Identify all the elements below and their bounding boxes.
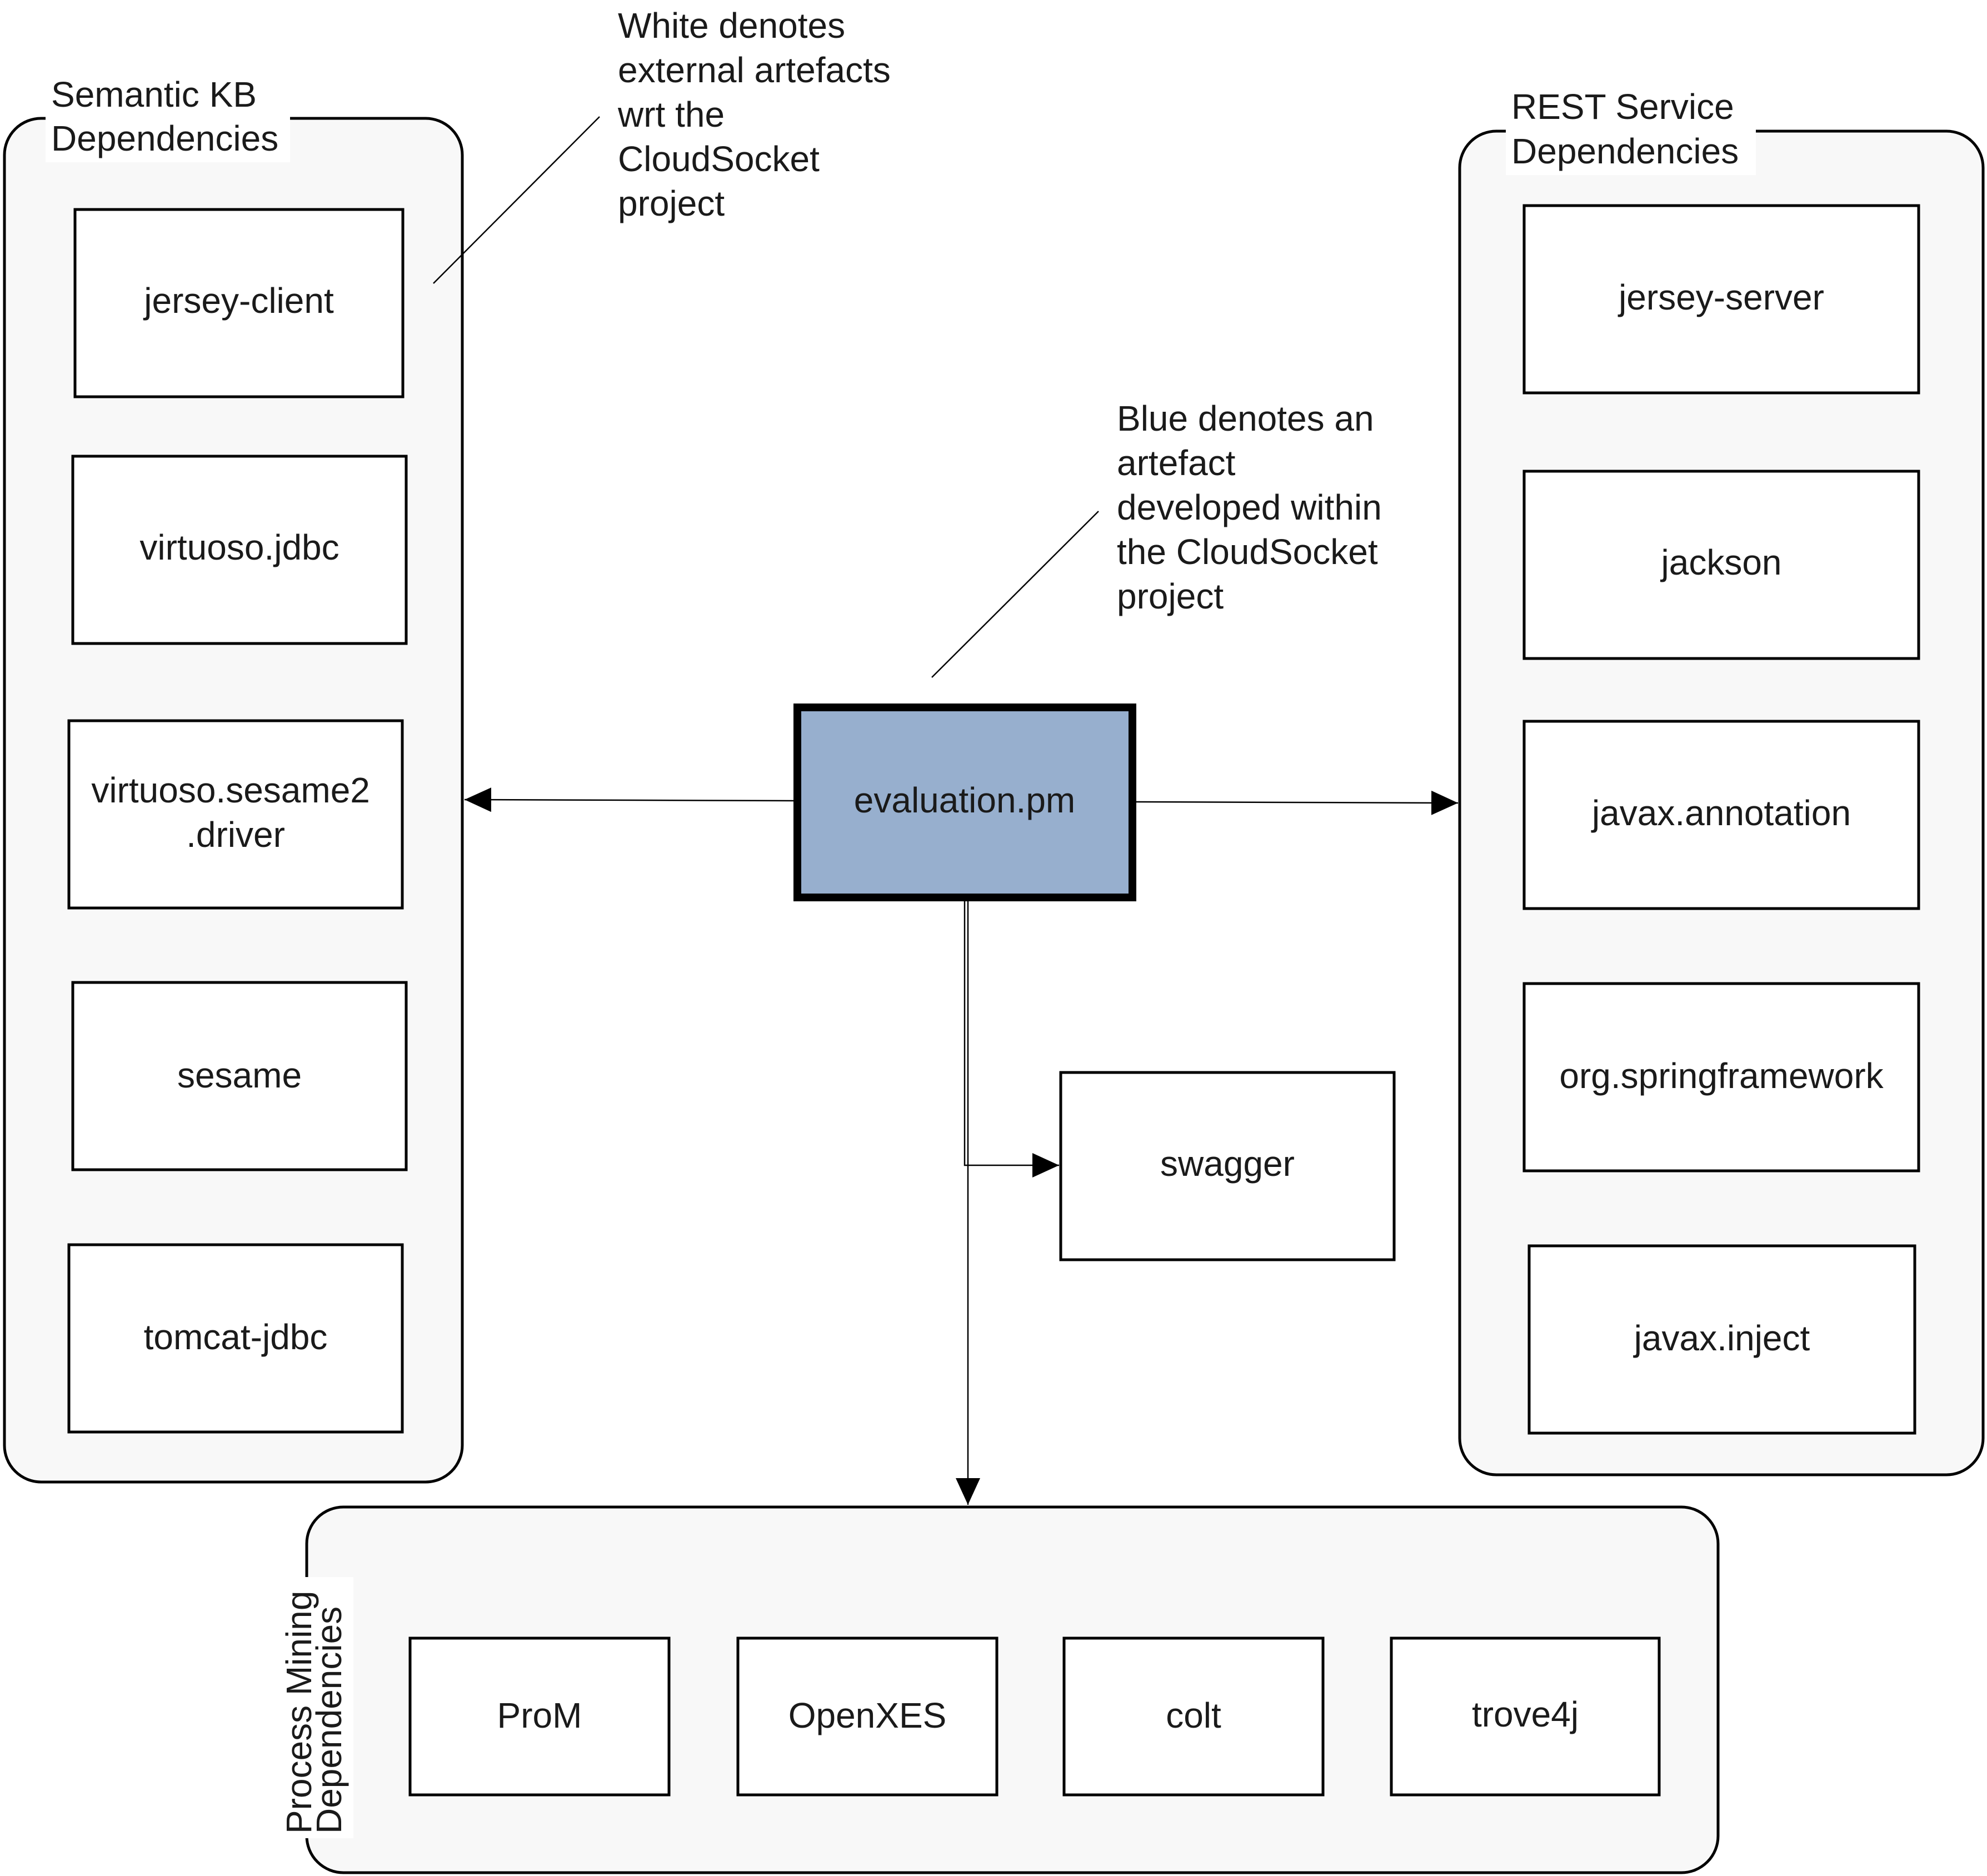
main-artefact-box <box>793 704 1136 901</box>
semantic-kb-title: Semantic KB Dependencies <box>51 74 278 158</box>
svg-text:colt: colt <box>1166 1695 1221 1735</box>
artefact-label: virtuoso.jdbc <box>139 527 339 567</box>
artefact-label: swagger <box>1160 1144 1295 1184</box>
artefact-label: sesame <box>177 1055 302 1095</box>
semantic-kb-title-line: Dependencies <box>51 118 278 158</box>
artefact-tomcat-jdbc[interactable]: tomcat-jdbc <box>67 1243 404 1434</box>
artefact-swagger[interactable]: swagger <box>1059 1071 1396 1261</box>
svg-text:trove4j: trove4j <box>1472 1694 1579 1734</box>
rest-service-title-line: Dependencies <box>1511 131 1739 171</box>
process-mining-title-line: Process Mining <box>279 1591 319 1834</box>
svg-text:swagger: swagger <box>1160 1144 1295 1184</box>
process-mining-title-line: Dependencies <box>309 1606 349 1834</box>
note-internal-artefact: Blue denotes an artefact developed withi… <box>931 398 1392 678</box>
rest-service-group: REST Service Dependencies jersey-server … <box>1458 86 1985 1476</box>
artefact-sesame[interactable]: sesame <box>71 981 408 1171</box>
artefact-label: ProM <box>497 1695 582 1735</box>
artefact-trove4j[interactable]: trove4j <box>1390 1636 1661 1797</box>
artefact-colt[interactable]: colt <box>1062 1636 1325 1797</box>
svg-text:javax.annotation: javax.annotation <box>1591 793 1851 833</box>
artefact-virtuoso-sesame2-driver[interactable]: virtuoso.sesame2 .driver <box>67 719 404 910</box>
note-internal-leader-line <box>931 511 1099 678</box>
artefact-label: trove4j <box>1472 1694 1579 1734</box>
artefact-label: colt <box>1166 1695 1221 1735</box>
artefact-javax-annotation[interactable]: javax.annotation <box>1522 720 1920 910</box>
svg-text:jersey-server: jersey-server <box>1617 277 1824 317</box>
artefact-label: javax.inject <box>1633 1318 1810 1358</box>
note-external-artefacts: White denotes external artefacts wrt the… <box>433 6 901 284</box>
artefact-jersey-client[interactable]: jersey-client <box>73 208 405 398</box>
artefact-jackson[interactable]: jackson <box>1522 470 1920 660</box>
artefact-prom[interactable]: ProM <box>408 1636 671 1797</box>
edge-to-semantic-kb <box>464 787 794 812</box>
semantic-kb-group: Semantic KB Dependencies jersey-client v… <box>3 73 464 1484</box>
artefact-label: jersey-server <box>1617 277 1824 317</box>
note-external-text: White denotes external artefacts wrt the… <box>617 6 901 223</box>
note-external-leader-line <box>433 116 600 284</box>
svg-text:jersey-client: jersey-client <box>143 281 334 321</box>
rest-service-title-background <box>1506 86 1756 175</box>
artefact-label: OpenXES <box>788 1695 947 1735</box>
process-mining-title: Process Mining Dependencies <box>279 1581 349 1834</box>
artefact-label: org.springframework <box>1559 1056 1884 1096</box>
artefact-openxes[interactable]: OpenXES <box>736 1636 999 1797</box>
semantic-kb-title-line: Semantic KB <box>51 74 257 114</box>
artefact-javax-inject[interactable]: javax.inject <box>1527 1244 1916 1435</box>
rest-service-title-line: REST Service <box>1511 87 1734 127</box>
main-artefact-label: evaluation.pm <box>854 780 1075 820</box>
svg-text:ProM: ProM <box>497 1695 582 1735</box>
svg-text:sesame: sesame <box>177 1055 302 1095</box>
artefact-jersey-server[interactable]: jersey-server <box>1522 204 1920 395</box>
rest-service-title: REST Service Dependencies <box>1511 87 1744 171</box>
note-internal-text: Blue denotes an artefact developed withi… <box>1117 398 1392 616</box>
svg-text:javax.inject: javax.inject <box>1633 1318 1810 1358</box>
svg-text:jackson: jackson <box>1660 542 1782 582</box>
svg-text:tomcat-jdbc: tomcat-jdbc <box>144 1317 328 1357</box>
artefact-label: javax.annotation <box>1591 793 1851 833</box>
edge-to-swagger <box>963 901 1059 1178</box>
artefact-evaluation-pm[interactable]: evaluation.pm <box>793 704 1136 901</box>
artefact-label: .driver <box>186 815 285 855</box>
artefact-org-springframework[interactable]: org.springframework <box>1522 982 1920 1172</box>
process-mining-group: Process Mining Dependencies ProM OpenXES… <box>260 1505 1720 1874</box>
semantic-kb-title-background <box>46 73 290 162</box>
artefact-label: tomcat-jdbc <box>144 1317 328 1357</box>
svg-text:virtuoso.sesame2 .driv: virtuoso.sesame2 .driver <box>91 770 380 855</box>
process-mining-title-background <box>260 1577 353 1838</box>
artefact-label: jersey-client <box>143 281 334 321</box>
edge-to-rest-service <box>1136 790 1459 815</box>
svg-text:OpenXES: OpenXES <box>788 1695 947 1735</box>
svg-text:virtuoso.jdbc: virtuoso.jdbc <box>139 527 339 567</box>
artefact-label: jackson <box>1660 542 1782 582</box>
artefact-virtuoso-jdbc[interactable]: virtuoso.jdbc <box>71 455 408 645</box>
artefact-label: virtuoso.sesame2 <box>91 770 370 810</box>
svg-text:org.springframework: org.springframework <box>1559 1056 1884 1096</box>
